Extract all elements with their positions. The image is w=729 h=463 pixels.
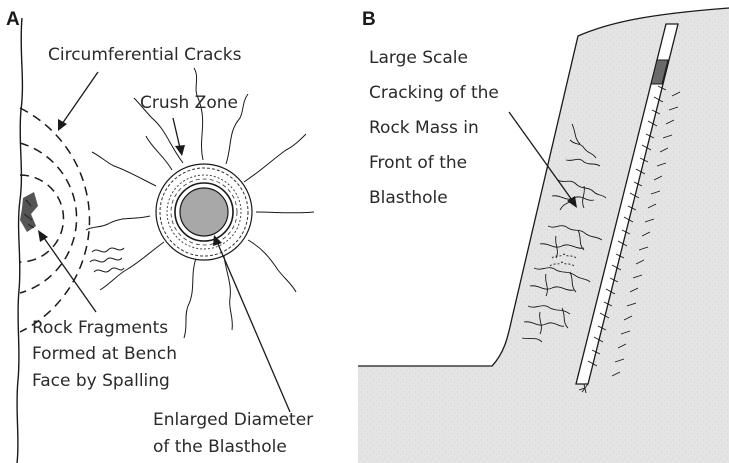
label-circumferential-cracks: Circumferential Cracks bbox=[48, 45, 242, 65]
rock-fragments bbox=[20, 192, 38, 232]
minor-crack-cluster bbox=[90, 248, 124, 272]
label-rock-fragments: Rock Fragments Formed at Bench Face by S… bbox=[32, 318, 182, 391]
panel-a-letter: A bbox=[6, 9, 20, 30]
rock-mass bbox=[358, 8, 729, 463]
panel-b-letter: B bbox=[362, 9, 376, 30]
label-enlarged-diameter: Enlarged Diameter of the Blasthole bbox=[153, 410, 319, 457]
panel-b: B Large Scale Cracking of the Rock Mass … bbox=[358, 8, 729, 463]
panel-a: A bbox=[6, 9, 319, 463]
blasthole-section bbox=[175, 183, 233, 241]
label-crush-zone: Crush Zone bbox=[140, 93, 238, 113]
label-large-scale-cracking: Large Scale Cracking of the Rock Mass in… bbox=[369, 48, 504, 208]
bench-face-line bbox=[17, 18, 22, 463]
